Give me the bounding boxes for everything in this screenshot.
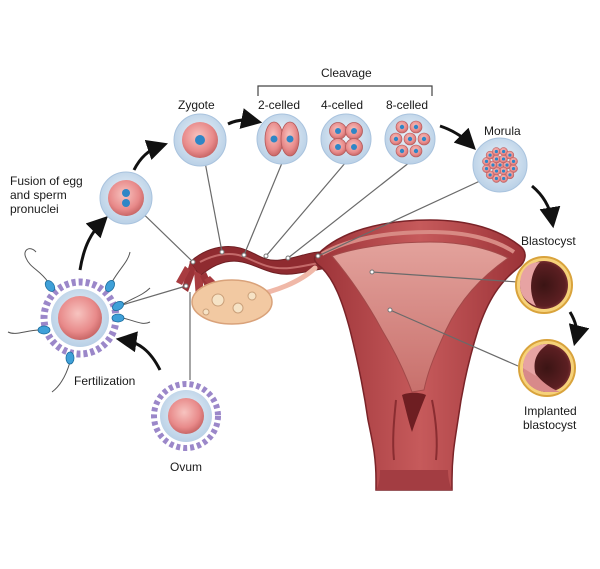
morula-nucleus — [502, 177, 505, 180]
ovum-label: Ovum — [170, 460, 202, 474]
blastocyst-label: Blastocyst — [521, 234, 576, 248]
cleavage-bracket — [258, 86, 432, 96]
arrow-blastocyst-to-implanted — [570, 312, 577, 338]
arrow-fusion-to-zygote — [134, 146, 160, 170]
arrow-fertilization-to-fusion — [80, 222, 102, 270]
morula-nucleus — [495, 150, 498, 153]
morula-nucleus — [508, 153, 511, 156]
morula-nucleus — [502, 169, 505, 172]
fusion-label-line1: Fusion of egg — [10, 174, 83, 188]
implanted-blastocyst-cell — [519, 340, 575, 396]
morula-nucleus — [495, 177, 498, 180]
four-celled-embryo — [321, 114, 371, 164]
uterus — [176, 220, 525, 490]
eight-celled-embryo — [385, 114, 435, 164]
morula-nucleus — [502, 150, 505, 153]
ovum-cell — [154, 384, 218, 448]
morula-nucleus — [512, 160, 515, 163]
fertilization-label: Fertilization — [74, 374, 135, 388]
eight-celled-label: 8-celled — [386, 98, 428, 112]
morula-nucleus — [485, 167, 488, 170]
morula-nucleus — [488, 154, 491, 157]
two-celled-embryo — [257, 114, 307, 164]
cleavage-label: Cleavage — [321, 66, 372, 80]
morula-nucleus — [495, 169, 498, 172]
arrow-zygote-to-2celled — [228, 120, 254, 124]
arrow-8celled-to-morula — [440, 126, 470, 144]
morula-nucleus — [495, 157, 498, 160]
morula-nucleus — [508, 173, 511, 176]
morula-label: Morula — [484, 124, 521, 138]
fusion-pronuclei-cell — [100, 172, 152, 224]
zygote-label: Zygote — [178, 98, 215, 112]
four-celled-label: 4-celled — [321, 98, 363, 112]
morula-nucleus — [502, 157, 505, 160]
fusion-label-line3: pronuclei — [10, 202, 59, 216]
morula-nucleus — [489, 173, 492, 176]
blastocyst-cell — [516, 257, 572, 313]
fertilization-cell — [8, 249, 150, 392]
morula-cell — [473, 138, 527, 192]
zygote-cell — [174, 114, 226, 166]
fusion-label-line2: and sperm — [10, 188, 67, 202]
morula-nucleus — [505, 163, 508, 166]
two-celled-label: 2-celled — [258, 98, 300, 112]
arrow-morula-to-blastocyst — [532, 186, 552, 220]
morula-nucleus — [485, 160, 488, 163]
ovary — [192, 280, 272, 324]
morula-nucleus — [512, 167, 515, 170]
morula-nucleus — [491, 163, 494, 166]
implanted-label-line2: blastocyst — [523, 418, 576, 432]
implanted-label-line1: Implanted — [524, 404, 577, 418]
morula-nucleus — [498, 163, 501, 166]
arrow-ovum-to-fertilization — [124, 340, 160, 370]
